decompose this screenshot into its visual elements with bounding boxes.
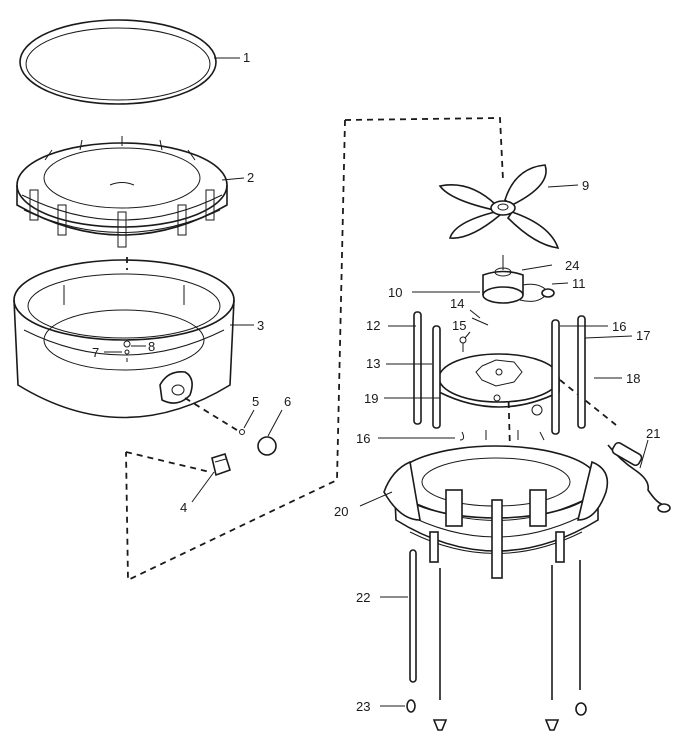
part-3-base-housing [13,259,235,419]
callout-6: 6 [284,394,291,409]
callout-12: 12 [366,318,380,333]
part-1-lid [19,19,217,105]
part-16-screws [459,430,545,441]
callout-16-left: 16 [356,431,370,446]
part-9-fan-blade [438,164,560,249]
callout-2: 2 [247,170,254,185]
part-5-screw [239,429,245,435]
leader-lines [104,57,649,707]
callout-4: 4 [180,500,187,515]
callout-21: 21 [646,426,660,441]
part-22-legs [409,549,581,700]
callout-11: 11 [572,276,586,291]
callout-7: 7 [92,345,99,360]
callout-13: 13 [366,356,380,371]
part-21-power-cord [607,441,671,513]
part-14-screw [471,317,489,326]
part-15-screw [459,336,467,352]
callout-5: 5 [252,394,259,409]
callout-labels: 1 2 3 4 5 6 7 8 9 10 11 12 13 14 15 16 1… [92,50,660,714]
callout-23: 23 [356,699,370,714]
callout-8: 8 [148,339,155,354]
callout-24: 24 [565,258,579,273]
callout-19: 19 [364,391,378,406]
callout-22: 22 [356,590,370,605]
callout-1: 1 [243,50,250,65]
callout-14: 14 [450,296,464,311]
part-6-knob [257,436,277,456]
part-23-feet [406,699,587,731]
callout-3: 3 [257,318,264,333]
part-4-clip [211,453,231,477]
part-11-clip [541,288,555,298]
callout-15: 15 [452,318,466,333]
support-rods [413,311,586,435]
callout-16-right: 16 [612,319,626,334]
callout-20: 20 [334,504,348,519]
part-10-motor [482,255,549,304]
part-2-top-grille [16,136,228,248]
callout-17: 17 [636,328,650,343]
part-19-mounting-plate [438,353,560,416]
callout-9: 9 [582,178,589,193]
callout-10: 10 [388,285,402,300]
callout-18: 18 [626,371,640,386]
part-20-lower-grille [383,445,609,579]
